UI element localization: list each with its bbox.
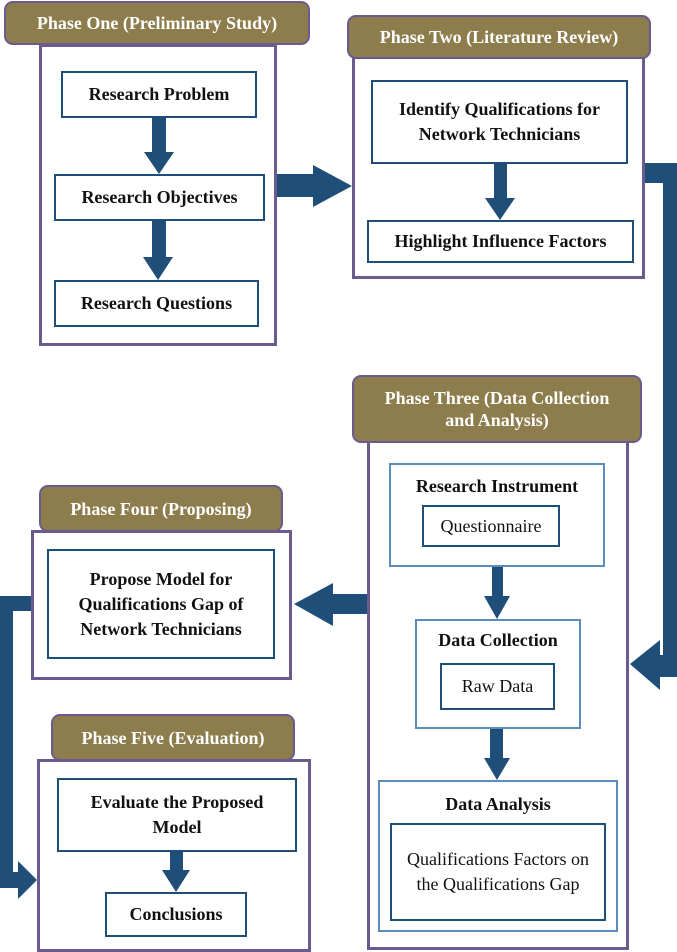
step-conclusions: Conclusions: [105, 892, 247, 937]
phase-one-header: Phase One (Preliminary Study): [4, 1, 310, 45]
data-collection-title: Data Collection: [438, 630, 558, 650]
step-propose-model: Propose Model for Qualifications Gap of …: [47, 549, 275, 659]
step-research-objectives: Research Objectives: [54, 174, 265, 221]
step-research-questions: Research Questions: [54, 280, 259, 327]
step-evaluate-model: Evaluate the Proposed Model: [57, 778, 297, 852]
arrow-phase-three-to-four: [294, 583, 367, 626]
detail-qualifications-factors: Qualifications Factors on the Qualificat…: [390, 823, 606, 921]
data-analysis-title: Data Analysis: [445, 794, 551, 814]
phase-three-header: Phase Three (Data Collection and Analysi…: [352, 375, 642, 443]
phase-two-header: Phase Two (Literature Review): [347, 15, 651, 59]
step-highlight-influence-factors: Highlight Influence Factors: [367, 220, 634, 263]
step-identify-qualifications: Identify Qualifications for Network Tech…: [371, 80, 628, 164]
step-research-problem: Research Problem: [61, 71, 257, 118]
phase-five-header: Phase Five (Evaluation): [51, 714, 295, 761]
detail-raw-data: Raw Data: [440, 663, 555, 710]
arrow-phase-one-to-two: [277, 165, 352, 207]
phase-four-header: Phase Four (Proposing): [39, 485, 283, 532]
detail-questionnaire: Questionnaire: [422, 505, 560, 547]
research-instrument-title: Research Instrument: [415, 476, 579, 496]
